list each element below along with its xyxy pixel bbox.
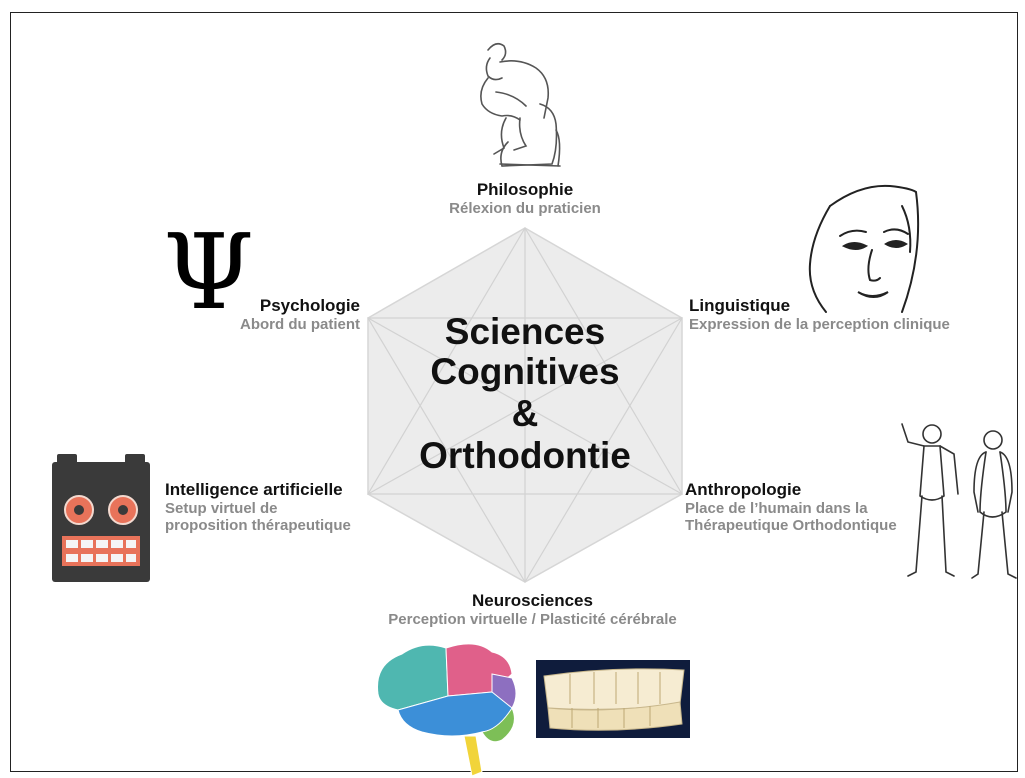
- node-philosophie-subtitle: Rélexion du praticien: [449, 199, 601, 217]
- node-anthropologie-title: Anthropologie: [685, 480, 802, 499]
- node-philosophie: Philosophie Rélexion du praticien: [400, 180, 650, 217]
- psi-icon: Ψ: [163, 211, 254, 333]
- teeth-model-icon: [536, 660, 690, 738]
- face-sketch-icon: [808, 184, 920, 313]
- diagram-frame: [10, 12, 1018, 772]
- node-linguistique: Linguistique Expression de la perception…: [689, 296, 1009, 333]
- node-linguistique-title: Linguistique: [689, 296, 791, 315]
- node-neurosciences-subtitle: Perception virtuelle / Plasticité cérébr…: [388, 610, 677, 628]
- node-anthropologie-subtitle-1: Place de l’humain dans la: [685, 499, 868, 517]
- node-intelligence-artificielle: Intelligence artificielle Setup virtuel …: [165, 480, 375, 534]
- node-intelligence-subtitle-1: Setup virtuel de: [165, 499, 278, 517]
- node-anthropologie: Anthropologie Place de l’humain dans la …: [685, 480, 915, 534]
- thinker-statue-icon: [480, 42, 561, 167]
- node-neurosciences-title: Neurosciences: [472, 591, 593, 610]
- center-title-ampersand: &: [511, 392, 539, 434]
- node-philosophie-title: Philosophie: [476, 180, 574, 199]
- node-intelligence-title: Intelligence artificielle: [165, 480, 343, 499]
- node-psychologie-title: Psychologie: [259, 296, 360, 315]
- center-title-line-1: Sciences: [444, 311, 606, 352]
- center-title: Sciences Cognitives & Orthodontie: [375, 312, 675, 476]
- center-title-line-4: Orthodontie: [419, 434, 631, 476]
- center-title-line-2: Cognitives: [430, 350, 620, 392]
- node-intelligence-subtitle-2: proposition thérapeutique: [165, 516, 351, 534]
- brain-icon: [377, 643, 517, 777]
- node-neurosciences: Neurosciences Perception virtuelle / Pla…: [360, 591, 705, 628]
- node-psychologie-subtitle: Abord du patient: [240, 315, 360, 333]
- node-psychologie: Psychologie Abord du patient: [200, 296, 360, 333]
- hexagon-connector-lines: [366, 226, 684, 584]
- robot-icon: [52, 454, 150, 582]
- human-figures-icon: [901, 423, 1017, 579]
- node-anthropologie-subtitle-2: Thérapeutique Orthodontique: [685, 516, 897, 534]
- node-linguistique-subtitle: Expression de la perception clinique: [689, 315, 950, 333]
